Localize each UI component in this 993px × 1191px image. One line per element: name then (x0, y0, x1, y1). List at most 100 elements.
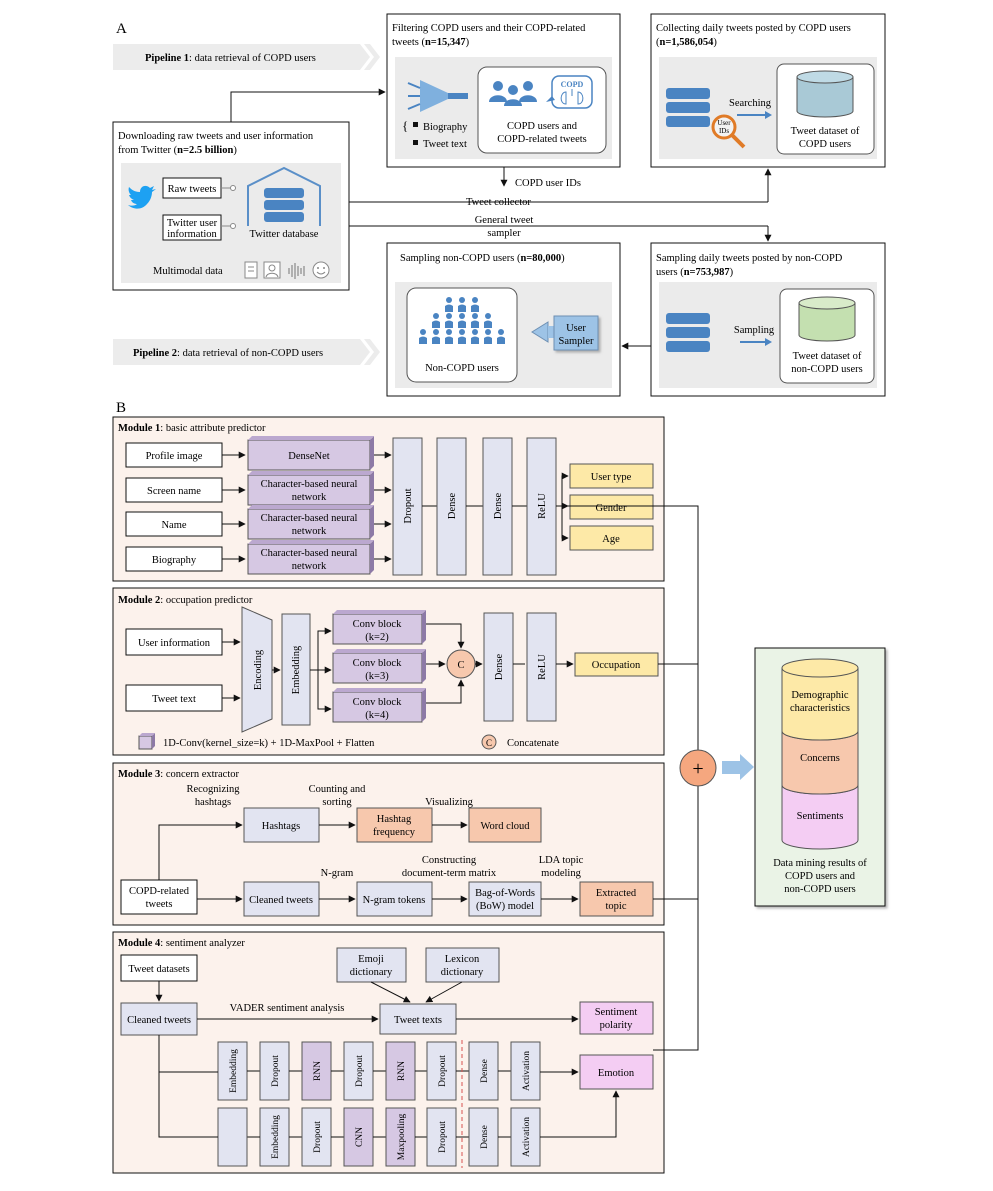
svg-text:Visualizing: Visualizing (425, 797, 474, 808)
svg-text:(k=4): (k=4) (365, 710, 389, 721)
svg-text:Sampling daily tweets posted b: Sampling daily tweets posted by non-COPD (656, 253, 843, 264)
svg-text:Non-COPD users: Non-COPD users (425, 363, 499, 374)
svg-text:Pipeline 1: data retrieval of: Pipeline 1: data retrieval of COPD users (145, 53, 316, 64)
svg-text:Dropout: Dropout (355, 1055, 365, 1087)
rnn_row-layer-3 (343, 1041, 374, 1101)
svg-text:Module 4: sentiment analyzer: Module 4: sentiment analyzer (118, 938, 245, 949)
svg-text:Sampling non-COPD users (n=80,: Sampling non-COPD users (n=80,000) (400, 253, 565, 264)
rnn_row-layer-4 (385, 1041, 416, 1101)
cnn_row-layer-3 (385, 1107, 416, 1167)
svg-text:Dense: Dense (480, 1125, 490, 1149)
m1-net-3 (247, 543, 371, 575)
m1-input-1: Screen name (147, 486, 201, 497)
svg-text:COPD-related: COPD-related (129, 886, 190, 897)
svg-text:Module 1: basic attribute pred: Module 1: basic attribute predictor (118, 423, 266, 434)
m1-layer-2 (482, 437, 513, 576)
svg-text:Demographic: Demographic (791, 690, 848, 701)
rnn_row-layer-5 (426, 1041, 457, 1101)
svg-text:Twitter user: Twitter user (167, 218, 218, 229)
svg-text:Dense: Dense (493, 493, 504, 520)
sample-noncopd-box: Sampling non-COPD users (n=80,000) Non-C… (386, 242, 621, 397)
svg-text:Dropout: Dropout (438, 1055, 448, 1087)
svg-text:hashtags: hashtags (195, 797, 231, 808)
svg-text:Dense: Dense (447, 493, 458, 520)
svg-text:Filtering COPD users and their: Filtering COPD users and their COPD-rela… (392, 23, 586, 34)
svg-text:ReLU: ReLU (537, 493, 548, 519)
svg-text:Extracted: Extracted (596, 888, 637, 899)
cnn_row-layer-5 (468, 1107, 499, 1167)
svg-text:Dropout: Dropout (438, 1121, 448, 1153)
svg-text:Character-based neural: Character-based neural (261, 479, 358, 490)
svg-text:Activation: Activation (522, 1051, 532, 1091)
download-line1: Downloading raw tweets and user informat… (118, 131, 314, 142)
svg-text:Pipeline 2: data retrieval of: Pipeline 2: data retrieval of non-COPD u… (133, 348, 323, 359)
database-icon (666, 88, 710, 127)
module-3: Module 3: concern extractor COPD-related… (112, 762, 665, 926)
conv-block-1 (332, 652, 423, 684)
twitter-bird-icon (128, 185, 156, 209)
m2-dense-layer: Dense (494, 654, 505, 681)
word-cloud-node: Word cloud (480, 821, 530, 832)
database-icon (666, 313, 710, 352)
svg-text:DenseNet: DenseNet (288, 451, 329, 462)
copd-user-ids-label: COPD user IDs (515, 178, 581, 189)
people-grid-icon (419, 297, 505, 344)
svg-text:Character-based neural: Character-based neural (261, 513, 358, 524)
svg-text:document-term matrix: document-term matrix (402, 868, 497, 879)
m1-output-0: User type (591, 472, 632, 483)
module-2: Module 2: occupation predictor User info… (112, 587, 665, 756)
copd-lung-icon: COPD (546, 75, 593, 109)
svg-text:COPD users and: COPD users and (785, 871, 856, 882)
tweet-datasets-node: Tweet datasets (128, 964, 189, 975)
svg-text:Tweet dataset of: Tweet dataset of (793, 351, 862, 362)
svg-text:Tweet dataset of: Tweet dataset of (791, 126, 860, 137)
svg-text:Module 3: concern extractor: Module 3: concern extractor (118, 769, 240, 780)
input-user-information: User information (138, 638, 211, 649)
svg-text:dictionary: dictionary (441, 967, 484, 978)
svg-text:Collecting daily tweets posted: Collecting daily tweets posted by COPD u… (656, 23, 851, 34)
users-group-icon (489, 81, 537, 106)
svg-text:Character-based neural: Character-based neural (261, 548, 358, 559)
sampling-label: Sampling (734, 325, 775, 336)
svg-text:Embedding: Embedding (229, 1049, 239, 1093)
collect-box: Collecting daily tweets posted by COPD u… (650, 13, 886, 168)
svg-text:network: network (292, 492, 327, 503)
svg-text:RNN: RNN (313, 1061, 323, 1081)
svg-text:(BoW) model: (BoW) model (476, 901, 534, 912)
hashtags-node: Hashtags (262, 821, 301, 832)
results-box: Demographic characteristics Concerns Sen… (754, 647, 886, 907)
svg-text:User: User (717, 119, 731, 127)
svg-text:General tweet: General tweet (475, 215, 534, 226)
svg-text:from Twitter (n=2.5 billion): from Twitter (n=2.5 billion) (118, 145, 237, 156)
vader-label: VADER sentiment analysis (230, 1003, 345, 1014)
panel-label-b: B (116, 400, 126, 416)
svg-text:tweets: tweets (146, 899, 173, 910)
svg-text:CNN: CNN (355, 1127, 365, 1147)
svg-text:COPD users and: COPD users and (507, 121, 578, 132)
m1-input-0: Profile image (146, 451, 203, 462)
svg-text:LDA topic: LDA topic (539, 855, 584, 866)
svg-text:Maxpooling: Maxpooling (397, 1114, 407, 1161)
merge-node (679, 749, 717, 787)
user-icon (263, 261, 281, 279)
m1-input-3: Biography (152, 555, 197, 566)
svg-text:Embedding: Embedding (271, 1115, 281, 1159)
svg-text:N-gram: N-gram (321, 868, 354, 879)
bullet-tweet-text: Tweet text (423, 139, 467, 150)
rnn_row-layer-2 (301, 1041, 332, 1101)
cnn_row-layer-0 (259, 1107, 290, 1167)
magnifier-icon: User IDs (711, 114, 746, 149)
audio-icon (288, 263, 305, 279)
svg-text:Conv block: Conv block (353, 658, 402, 669)
svg-text:(k=3): (k=3) (365, 671, 389, 682)
svg-text:(n=1,586,054): (n=1,586,054) (656, 37, 717, 48)
svg-text:non-COPD users: non-COPD users (791, 364, 862, 375)
svg-text:Sentiment: Sentiment (595, 1007, 638, 1018)
svg-text:Bag-of-Words: Bag-of-Words (475, 888, 535, 899)
svg-text:Counting and: Counting and (309, 784, 367, 795)
svg-text:Dense: Dense (480, 1059, 490, 1083)
svg-text:tweets (n=15,347): tweets (n=15,347) (392, 37, 470, 48)
ngram-tokens-node: N-gram tokens (363, 895, 426, 906)
svg-text:C: C (486, 738, 492, 748)
svg-text:polarity: polarity (600, 1020, 633, 1031)
